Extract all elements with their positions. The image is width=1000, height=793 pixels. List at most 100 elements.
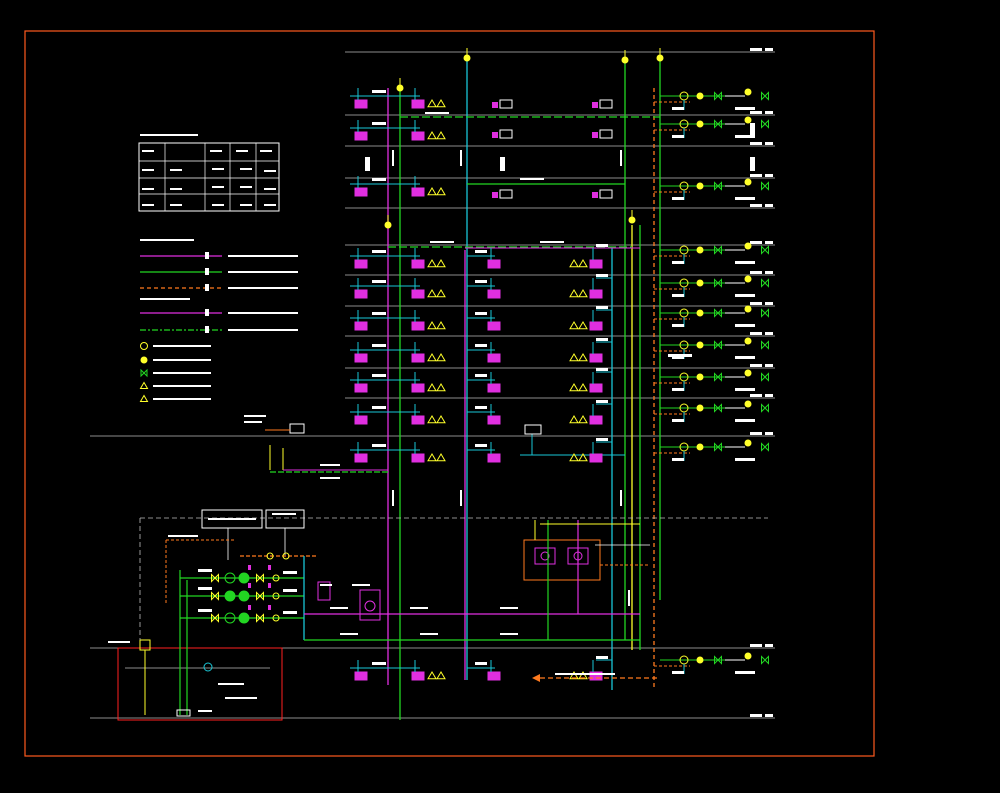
controller-label-mark xyxy=(208,518,256,520)
cabinet-valve xyxy=(492,192,498,198)
alarm-triangle-icon xyxy=(427,353,437,362)
legend-break-mark xyxy=(205,252,209,259)
valve-icon xyxy=(211,613,219,623)
alarm-triangle-icon xyxy=(427,383,437,392)
hydrant-cabinet xyxy=(487,321,501,331)
pressure-tank-icon xyxy=(317,581,331,601)
air-vent-icon xyxy=(463,54,471,62)
alarm-triangle-icon xyxy=(569,383,579,392)
alarm-triangle-icon xyxy=(427,187,437,196)
table-cell-mark xyxy=(264,188,276,190)
equipment-mark xyxy=(500,157,505,171)
level-mark xyxy=(765,111,773,114)
sprinkler-icon xyxy=(744,369,752,377)
legend-label-mark xyxy=(228,271,298,273)
valve-icon xyxy=(761,181,769,191)
legend-label-mark xyxy=(228,287,298,289)
level-mark xyxy=(765,364,773,367)
cabinet-label-mark xyxy=(596,400,608,403)
level-mark xyxy=(750,174,762,177)
hydrant-cabinet xyxy=(589,671,603,681)
valve-icon xyxy=(714,655,722,665)
level-mark xyxy=(750,302,762,305)
sprinkler-icon xyxy=(744,652,752,660)
alarm-triangle-icon xyxy=(436,353,446,362)
table-cell-mark xyxy=(142,169,154,171)
legend-break-mark xyxy=(205,309,209,316)
valve-label-mark xyxy=(672,419,684,422)
alarm-triangle-icon xyxy=(139,381,149,389)
legend-break-mark xyxy=(205,268,209,275)
cabinet-label-mark xyxy=(596,338,608,341)
alarm-triangle-icon xyxy=(436,321,446,330)
valve-label-mark xyxy=(672,356,684,359)
hydrant-cabinet xyxy=(487,415,501,425)
level-mark xyxy=(750,271,762,274)
cabinet-label-mark xyxy=(475,280,487,283)
valve-icon xyxy=(714,91,722,101)
level-mark xyxy=(765,302,773,305)
cabinet-valve xyxy=(492,102,498,108)
sprinkler-icon xyxy=(696,443,704,451)
hydrant-cabinet xyxy=(354,131,368,141)
sprinkler-icon xyxy=(696,404,704,412)
legend-label-mark xyxy=(153,385,211,387)
valve-icon xyxy=(761,403,769,413)
sprinkler-icon xyxy=(696,373,704,381)
pipe-label-mark xyxy=(520,178,544,180)
alarm-triangle-icon xyxy=(578,671,588,680)
drain-arrow-icon xyxy=(532,674,540,682)
valve-label-mark xyxy=(735,419,755,422)
valve-label-mark xyxy=(735,356,755,359)
air-vent-icon xyxy=(384,221,392,229)
valve-icon xyxy=(256,591,264,601)
ground-label-mark xyxy=(108,641,130,643)
valve-label-mark xyxy=(672,135,684,138)
hydrant-cabinet xyxy=(589,383,603,393)
level-mark xyxy=(750,394,762,397)
level-mark xyxy=(765,142,773,145)
sprinkler-icon xyxy=(744,400,752,408)
alarm-triangle-icon xyxy=(578,383,588,392)
valve-icon xyxy=(761,442,769,452)
hydrant-cabinet xyxy=(487,453,501,463)
level-mark xyxy=(750,364,762,367)
valve-icon xyxy=(761,655,769,665)
sprinkler-icon xyxy=(696,656,704,664)
hydrant-cabinet xyxy=(354,671,368,681)
check-valve-icon xyxy=(272,614,280,622)
fire-dept-connection xyxy=(289,423,305,434)
pipe-label-mark xyxy=(410,607,428,609)
table-cell-mark xyxy=(240,168,252,170)
table-cell-mark xyxy=(212,186,224,188)
hydrant-cabinet xyxy=(487,259,501,269)
check-valve-icon xyxy=(272,592,280,600)
cabinet-valve xyxy=(592,132,598,138)
cabinet-label-mark xyxy=(475,662,487,665)
alarm-valve-icon xyxy=(359,589,381,621)
hydrant-cabinet xyxy=(354,415,368,425)
table-cell-mark xyxy=(142,150,154,152)
pump-label-mark xyxy=(244,415,266,417)
level-mark xyxy=(765,332,773,335)
hydrant-cabinet xyxy=(354,259,368,269)
valve-icon xyxy=(761,372,769,382)
sprinkler-icon xyxy=(744,305,752,313)
alarm-triangle-icon xyxy=(436,383,446,392)
hydrant-cabinet xyxy=(487,289,501,299)
cabinet-label-mark xyxy=(596,368,608,371)
hydrant-cabinet xyxy=(354,289,368,299)
riser-label-mark xyxy=(460,150,462,166)
hydrant-cabinet xyxy=(411,187,425,197)
alarm-triangle-icon xyxy=(569,353,579,362)
cabinet-outline xyxy=(499,189,513,199)
cabinet-outline xyxy=(499,99,513,109)
level-mark xyxy=(750,142,762,145)
tank-label-mark xyxy=(218,683,244,685)
valve-label-mark xyxy=(735,135,755,138)
alarm-triangle-icon xyxy=(436,671,446,680)
alarm-triangle-icon xyxy=(427,453,437,462)
valve-icon xyxy=(211,591,219,601)
pipe-label-mark xyxy=(420,633,438,635)
pressure-switch-icon xyxy=(248,583,251,588)
